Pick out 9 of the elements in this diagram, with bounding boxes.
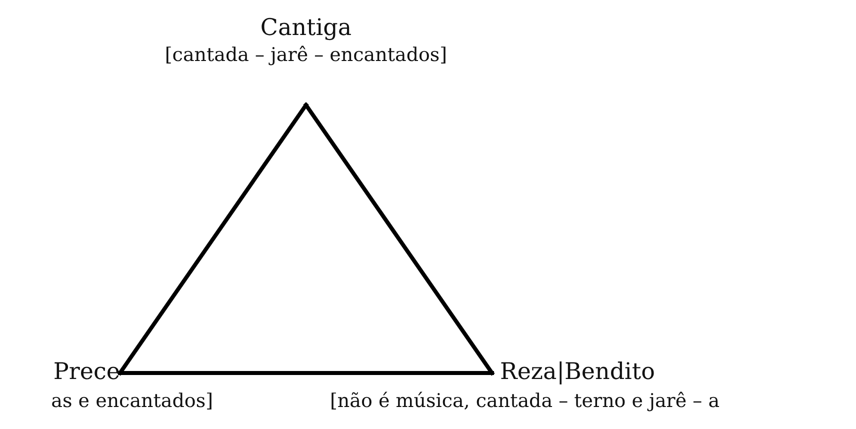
vertex-subtitle: [não é música, cantada – terno e jarê – a — [330, 389, 721, 414]
triangle-side-line — [118, 103, 308, 375]
vertex-title: Prece — [52, 358, 120, 386]
triangle-side-line — [304, 103, 494, 375]
vertex-subtitle: [cantada – jarê – encantados] — [164, 43, 448, 68]
vertex-title: Reza|Bendito — [500, 358, 656, 386]
vertex-subtitle: as e encantados] — [50, 389, 213, 414]
triangle-side-line — [118, 371, 494, 375]
vertex-title: Cantiga — [259, 14, 353, 42]
